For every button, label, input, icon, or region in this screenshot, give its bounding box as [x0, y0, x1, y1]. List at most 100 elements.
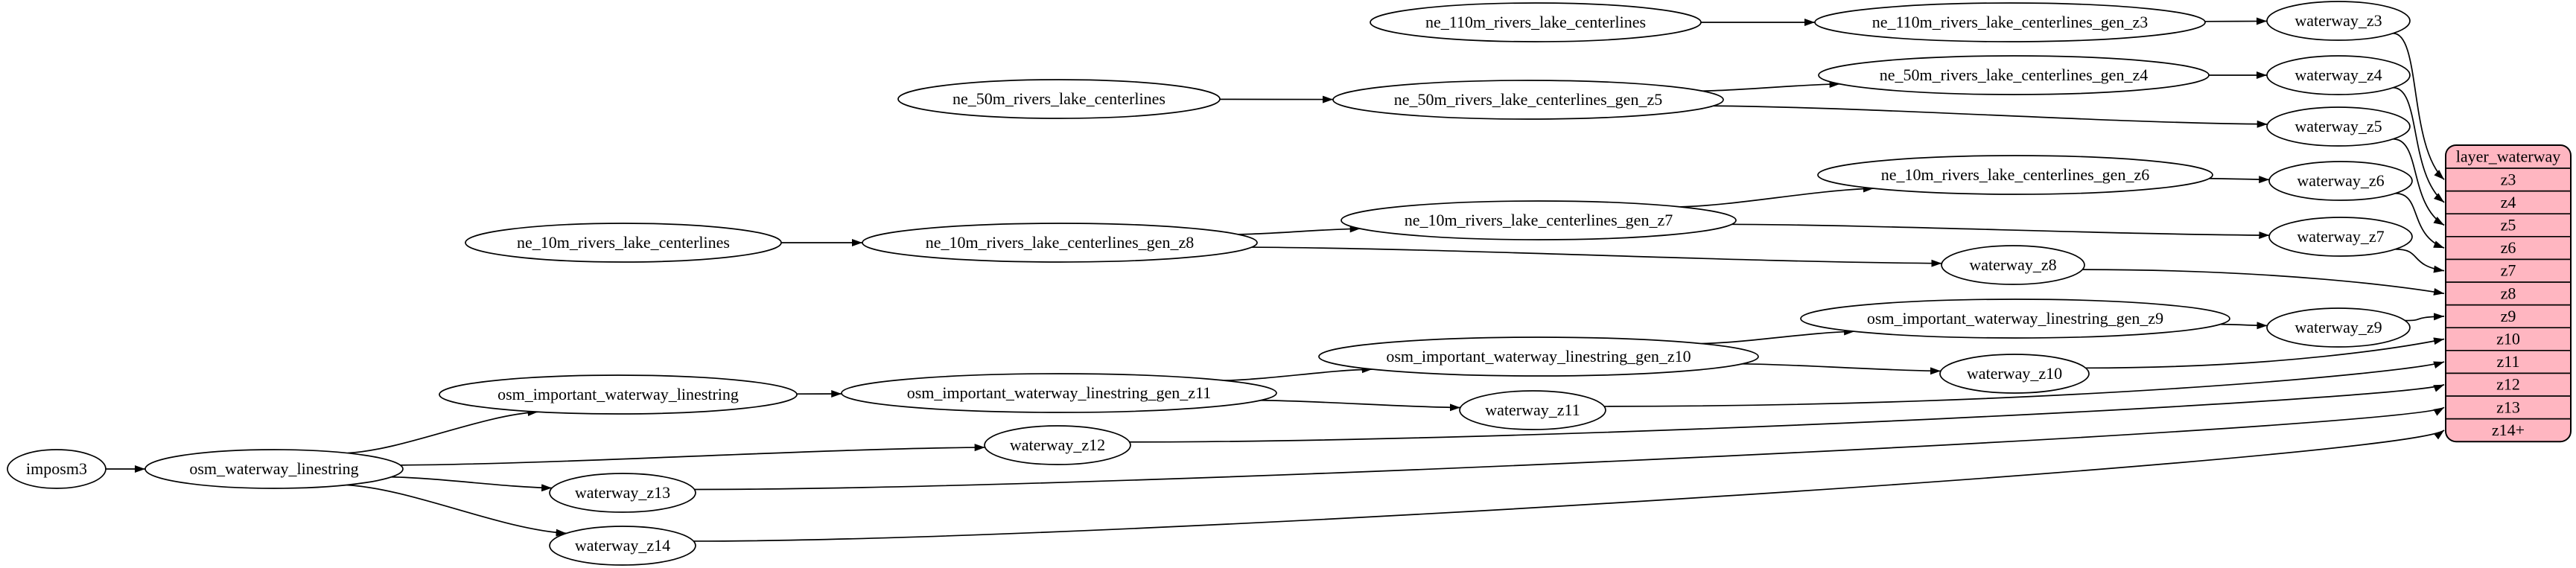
node-waterway_z13: waterway_z13 — [549, 473, 696, 513]
node-ellipse-osm_important_waterway_linestring_gen_z11 — [841, 373, 1277, 413]
node-label-osm_waterway_linestring: osm_waterway_linestring — [189, 459, 358, 478]
node-label-waterway_z11: waterway_z11 — [1485, 401, 1580, 419]
node-imposm3: imposm3 — [7, 449, 106, 489]
node-label-waterway_z3: waterway_z3 — [2294, 11, 2382, 30]
node-ellipse-waterway_z13 — [549, 473, 696, 513]
node-waterway_z10: waterway_z10 — [1939, 354, 2090, 394]
node-waterway_z11: waterway_z11 — [1459, 390, 1606, 430]
edge-osm_waterway_linestring-to-waterway_z14 — [346, 484, 567, 537]
node-label-waterway_z14: waterway_z14 — [575, 536, 670, 555]
edge-waterway_z4-to-layer_waterway-z4 — [2393, 86, 2445, 203]
edge-osm_important_waterway_linestring_gen_z10-to-osm_important_waterway_linestring_gen_z9 — [1701, 328, 1855, 345]
node-osm_important_waterway_linestring_gen_z9: osm_important_waterway_linestring_gen_z9 — [1800, 299, 2230, 339]
node-label-waterway_z8: waterway_z8 — [1969, 255, 2056, 274]
node-label-ne_10m_rivers_lake_centerlines_gen_z7: ne_10m_rivers_lake_centerlines_gen_z7 — [1405, 211, 1673, 229]
node-label-waterway_z7: waterway_z7 — [2297, 227, 2384, 246]
edge-osm_waterway_linestring-to-osm_important_waterway_linestring — [347, 409, 538, 454]
node-ne_50m_rivers_lake_centerlines_gen_z5: ne_50m_rivers_lake_centerlines_gen_z5 — [1332, 80, 1724, 120]
node-ellipse-waterway_z8 — [1941, 245, 2085, 285]
node-ellipse-ne_50m_rivers_lake_centerlines_gen_z4 — [1818, 55, 2210, 95]
record-row-z8: z8 — [2501, 284, 2516, 302]
node-ellipse-ne_110m_rivers_lake_centerlines_gen_z3 — [1814, 2, 2206, 42]
record-row-z5: z5 — [2501, 216, 2516, 234]
edge-osm_waterway_linestring-to-waterway_z12 — [400, 444, 985, 466]
node-label-imposm3: imposm3 — [26, 459, 87, 478]
edge-osm_waterway_linestring-to-waterway_z13 — [391, 476, 553, 492]
node-label-osm_important_waterway_linestring_gen_z10: osm_important_waterway_linestring_gen_z1… — [1386, 347, 1691, 366]
node-label-waterway_z12: waterway_z12 — [1010, 435, 1105, 454]
node-ne_10m_rivers_lake_centerlines: ne_10m_rivers_lake_centerlines — [465, 223, 782, 263]
record-row-z10: z10 — [2496, 330, 2520, 348]
record-row-z9: z9 — [2501, 307, 2516, 325]
node-osm_waterway_linestring: osm_waterway_linestring — [144, 449, 404, 489]
node-label-waterway_z10: waterway_z10 — [1967, 364, 2062, 383]
node-ne_10m_rivers_lake_centerlines_gen_z7: ne_10m_rivers_lake_centerlines_gen_z7 — [1341, 200, 1737, 240]
record-row-z12: z12 — [2496, 375, 2520, 394]
edge-osm_important_waterway_linestring_gen_z10-to-waterway_z10 — [1742, 363, 1941, 375]
node-label-waterway_z9: waterway_z9 — [2294, 318, 2382, 336]
node-label-osm_important_waterway_linestring_gen_z9: osm_important_waterway_linestring_gen_z9 — [1867, 309, 2163, 328]
record-row-z14+: z14+ — [2492, 421, 2525, 439]
node-ellipse-waterway_z9 — [2266, 307, 2411, 348]
node-ellipse-imposm3 — [7, 449, 106, 489]
edge-waterway_z5-to-layer_waterway-z5 — [2393, 138, 2445, 226]
node-ellipse-ne_10m_rivers_lake_centerlines — [465, 223, 782, 263]
edge-waterway_z8-to-layer_waterway-z8 — [2082, 269, 2445, 296]
node-osm_important_waterway_linestring_gen_z10: osm_important_waterway_linestring_gen_z1… — [1318, 336, 1759, 377]
nodes-layer: imposm3 osm_waterway_linestring osm_import… — [7, 1, 2572, 566]
node-ellipse-waterway_z3 — [2266, 1, 2411, 41]
node-ellipse-osm_important_waterway_linestring_gen_z9 — [1800, 299, 2230, 339]
node-ellipse-ne_50m_rivers_lake_centerlines_gen_z5 — [1332, 80, 1724, 120]
node-label-ne_50m_rivers_lake_centerlines_gen_z5: ne_50m_rivers_lake_centerlines_gen_z5 — [1394, 90, 1662, 109]
node-ellipse-ne_10m_rivers_lake_centerlines_gen_z6 — [1817, 155, 2213, 195]
edge-ne_10m_rivers_lake_centerlines_gen_z8-to-waterway_z8 — [1251, 246, 1942, 267]
node-label-waterway_z13: waterway_z13 — [575, 483, 670, 502]
node-label-ne_110m_rivers_lake_centerlines_gen_z3: ne_110m_rivers_lake_centerlines_gen_z3 — [1872, 13, 2149, 31]
node-label-waterway_z5: waterway_z5 — [2294, 117, 2382, 135]
node-ellipse-ne_10m_rivers_lake_centerlines_gen_z8 — [862, 223, 1258, 263]
edge-waterway_z9-to-layer_waterway-z9 — [2405, 313, 2445, 322]
record-row-z4: z4 — [2501, 193, 2516, 211]
node-label-ne_50m_rivers_lake_centerlines_gen_z4: ne_50m_rivers_lake_centerlines_gen_z4 — [1880, 66, 2148, 84]
node-label-waterway_z6: waterway_z6 — [2297, 171, 2384, 190]
node-ellipse-waterway_z6 — [2268, 161, 2413, 201]
record-body — [2445, 144, 2572, 443]
edge-ne_10m_rivers_lake_centerlines_gen_z7-to-ne_10m_rivers_lake_centerlines_gen_z6 — [1680, 185, 1874, 208]
node-osm_important_waterway_linestring_gen_z11: osm_important_waterway_linestring_gen_z1… — [841, 373, 1277, 413]
node-ne_110m_rivers_lake_centerlines_gen_z3: ne_110m_rivers_lake_centerlines_gen_z3 — [1814, 2, 2206, 42]
node-waterway_z5: waterway_z5 — [2266, 106, 2411, 147]
edge-ne_10m_rivers_lake_centerlines_gen_z8-to-ne_10m_rivers_lake_centerlines_gen_z7 — [1238, 225, 1361, 235]
edge-osm_important_waterway_linestring_gen_z11-to-osm_important_waterway_linestring_gen_z10 — [1224, 366, 1373, 381]
edge-waterway_z12-to-layer_waterway-z12 — [1129, 383, 2445, 443]
edge-waterway_z6-to-layer_waterway-z6 — [2395, 192, 2445, 249]
node-ellipse-ne_10m_rivers_lake_centerlines_gen_z7 — [1341, 200, 1737, 240]
edge-waterway_z3-to-layer_waterway-z3 — [2393, 32, 2445, 180]
node-ellipse-ne_110m_rivers_lake_centerlines — [1370, 2, 1702, 42]
node-label-ne_10m_rivers_lake_centerlines: ne_10m_rivers_lake_centerlines — [517, 233, 730, 252]
node-ne_10m_rivers_lake_centerlines_gen_z8: ne_10m_rivers_lake_centerlines_gen_z8 — [862, 223, 1258, 263]
record-row-z6: z6 — [2501, 238, 2516, 257]
node-label-ne_10m_rivers_lake_centerlines_gen_z8: ne_10m_rivers_lake_centerlines_gen_z8 — [926, 233, 1194, 252]
edge-waterway_z14-to-layer_waterway-z14+ — [693, 430, 2445, 542]
node-waterway_z8: waterway_z8 — [1941, 245, 2085, 285]
node-osm_important_waterway_linestring: osm_important_waterway_linestring — [439, 374, 798, 415]
edge-ne_50m_rivers_lake_centerlines_gen_z5-to-waterway_z5 — [1713, 105, 2268, 128]
edge-waterway_z13-to-layer_waterway-z13 — [694, 406, 2445, 491]
node-label-osm_important_waterway_linestring_gen_z11: osm_important_waterway_linestring_gen_z1… — [907, 383, 1212, 402]
node-ne_50m_rivers_lake_centerlines_gen_z4: ne_50m_rivers_lake_centerlines_gen_z4 — [1818, 55, 2210, 95]
edge-osm_important_waterway_linestring_gen_z11-to-waterway_z11 — [1260, 399, 1460, 412]
edge-ne_50m_rivers_lake_centerlines_gen_z5-to-ne_50m_rivers_lake_centerlines_gen_z4 — [1702, 80, 1840, 92]
edge-osm_important_waterway_linestring_gen_z9-to-waterway_z9 — [2220, 322, 2268, 330]
record-layer-waterway: layer_waterwayz3z4z5z6z7z8z9z10z11z12z13… — [2445, 144, 2572, 443]
node-ellipse-waterway_z5 — [2266, 106, 2411, 147]
record-row-z11: z11 — [2497, 352, 2520, 371]
node-label-waterway_z4: waterway_z4 — [2294, 66, 2382, 84]
node-waterway_z7: waterway_z7 — [2268, 217, 2413, 257]
node-waterway_z3: waterway_z3 — [2266, 1, 2411, 41]
node-waterway_z6: waterway_z6 — [2268, 161, 2413, 201]
node-label-osm_important_waterway_linestring: osm_important_waterway_linestring — [497, 385, 739, 403]
node-waterway_z9: waterway_z9 — [2266, 307, 2411, 348]
node-ellipse-osm_waterway_linestring — [144, 449, 404, 489]
